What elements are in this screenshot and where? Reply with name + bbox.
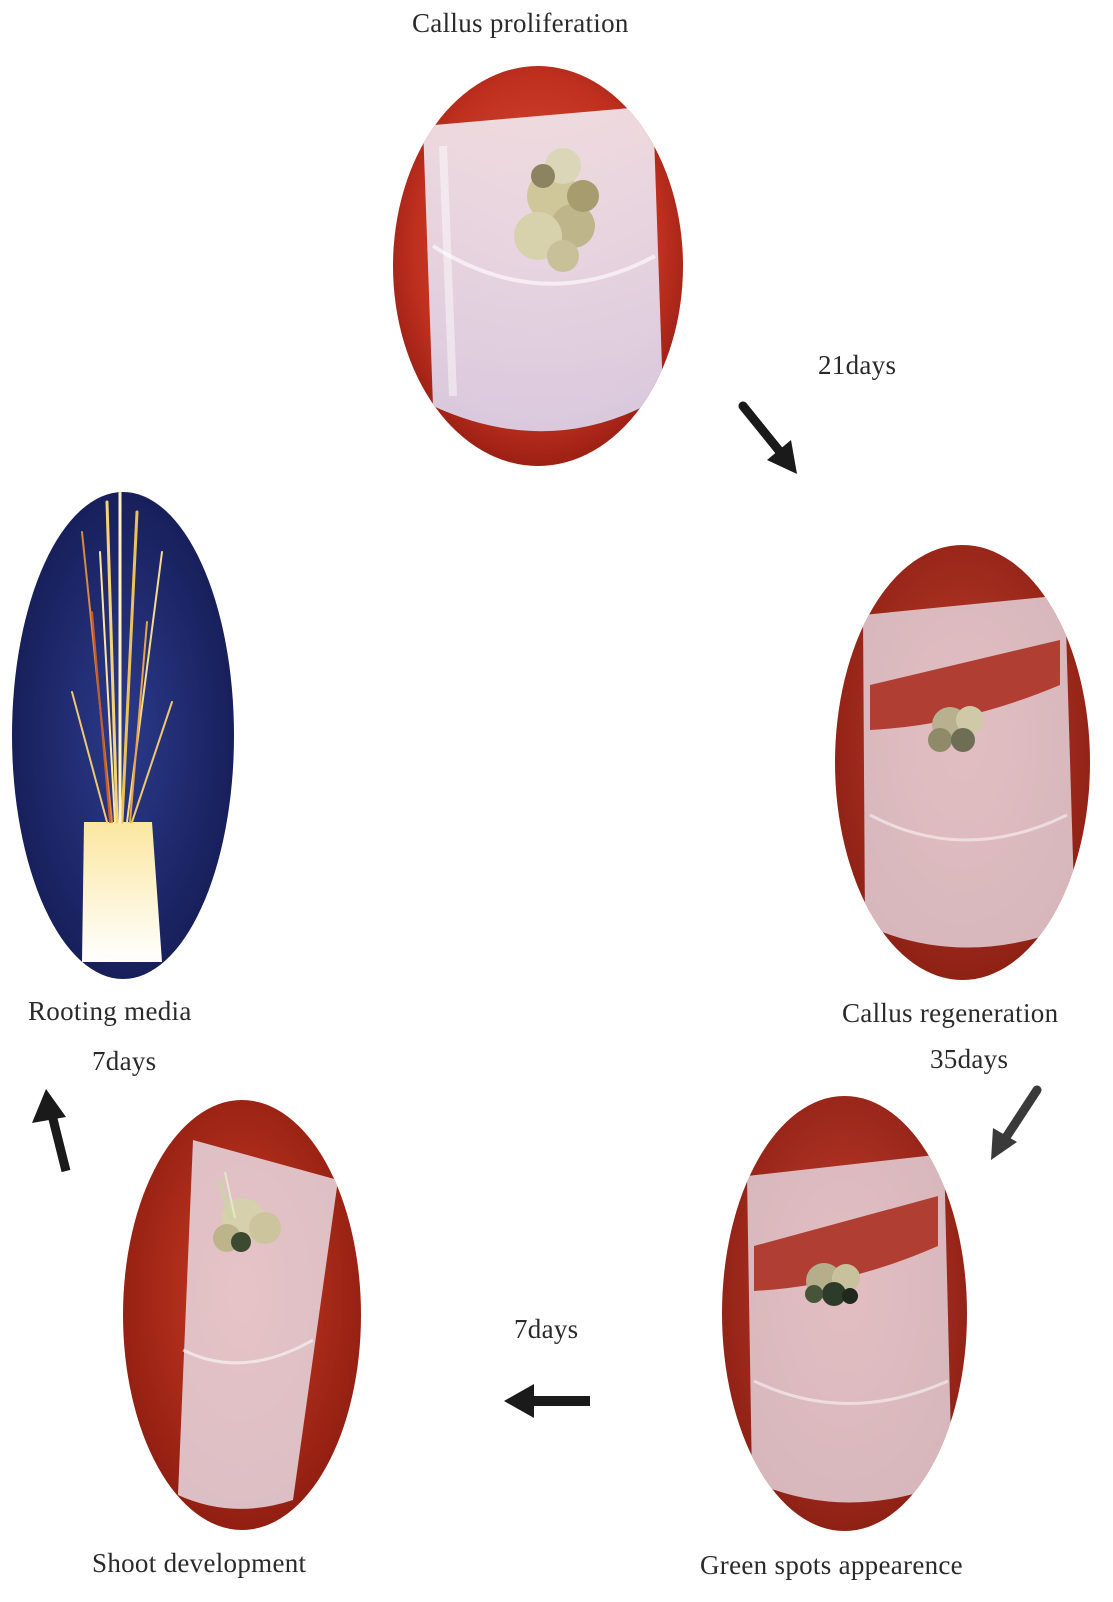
arrow-to-green-spots xyxy=(985,1084,1045,1164)
callus-regeneration-photo xyxy=(835,545,1090,980)
shoot-development-photo xyxy=(123,1100,361,1530)
arrow-to-rooting xyxy=(28,1085,83,1175)
label-duration-21days: 21days xyxy=(818,350,896,381)
callus-green-spots xyxy=(805,1263,860,1306)
label-green-spots: Green spots appearence xyxy=(700,1550,963,1581)
label-callus-regeneration: Callus regeneration xyxy=(842,998,1058,1029)
rooting-media-photo xyxy=(12,492,234,979)
arrow-to-regeneration xyxy=(735,400,805,480)
green-spots-photo xyxy=(722,1096,967,1531)
label-duration-7days-shoot: 7days xyxy=(514,1314,579,1345)
label-duration-7days-rooting: 7days xyxy=(92,1046,157,1077)
label-duration-35days: 35days xyxy=(930,1044,1008,1075)
callus-proliferation-photo xyxy=(393,66,683,466)
label-rooting-media: Rooting media xyxy=(28,996,192,1027)
label-shoot-development: Shoot development xyxy=(92,1548,306,1579)
label-callus-proliferation: Callus proliferation xyxy=(412,8,629,39)
arrow-to-shoot xyxy=(500,1378,595,1424)
